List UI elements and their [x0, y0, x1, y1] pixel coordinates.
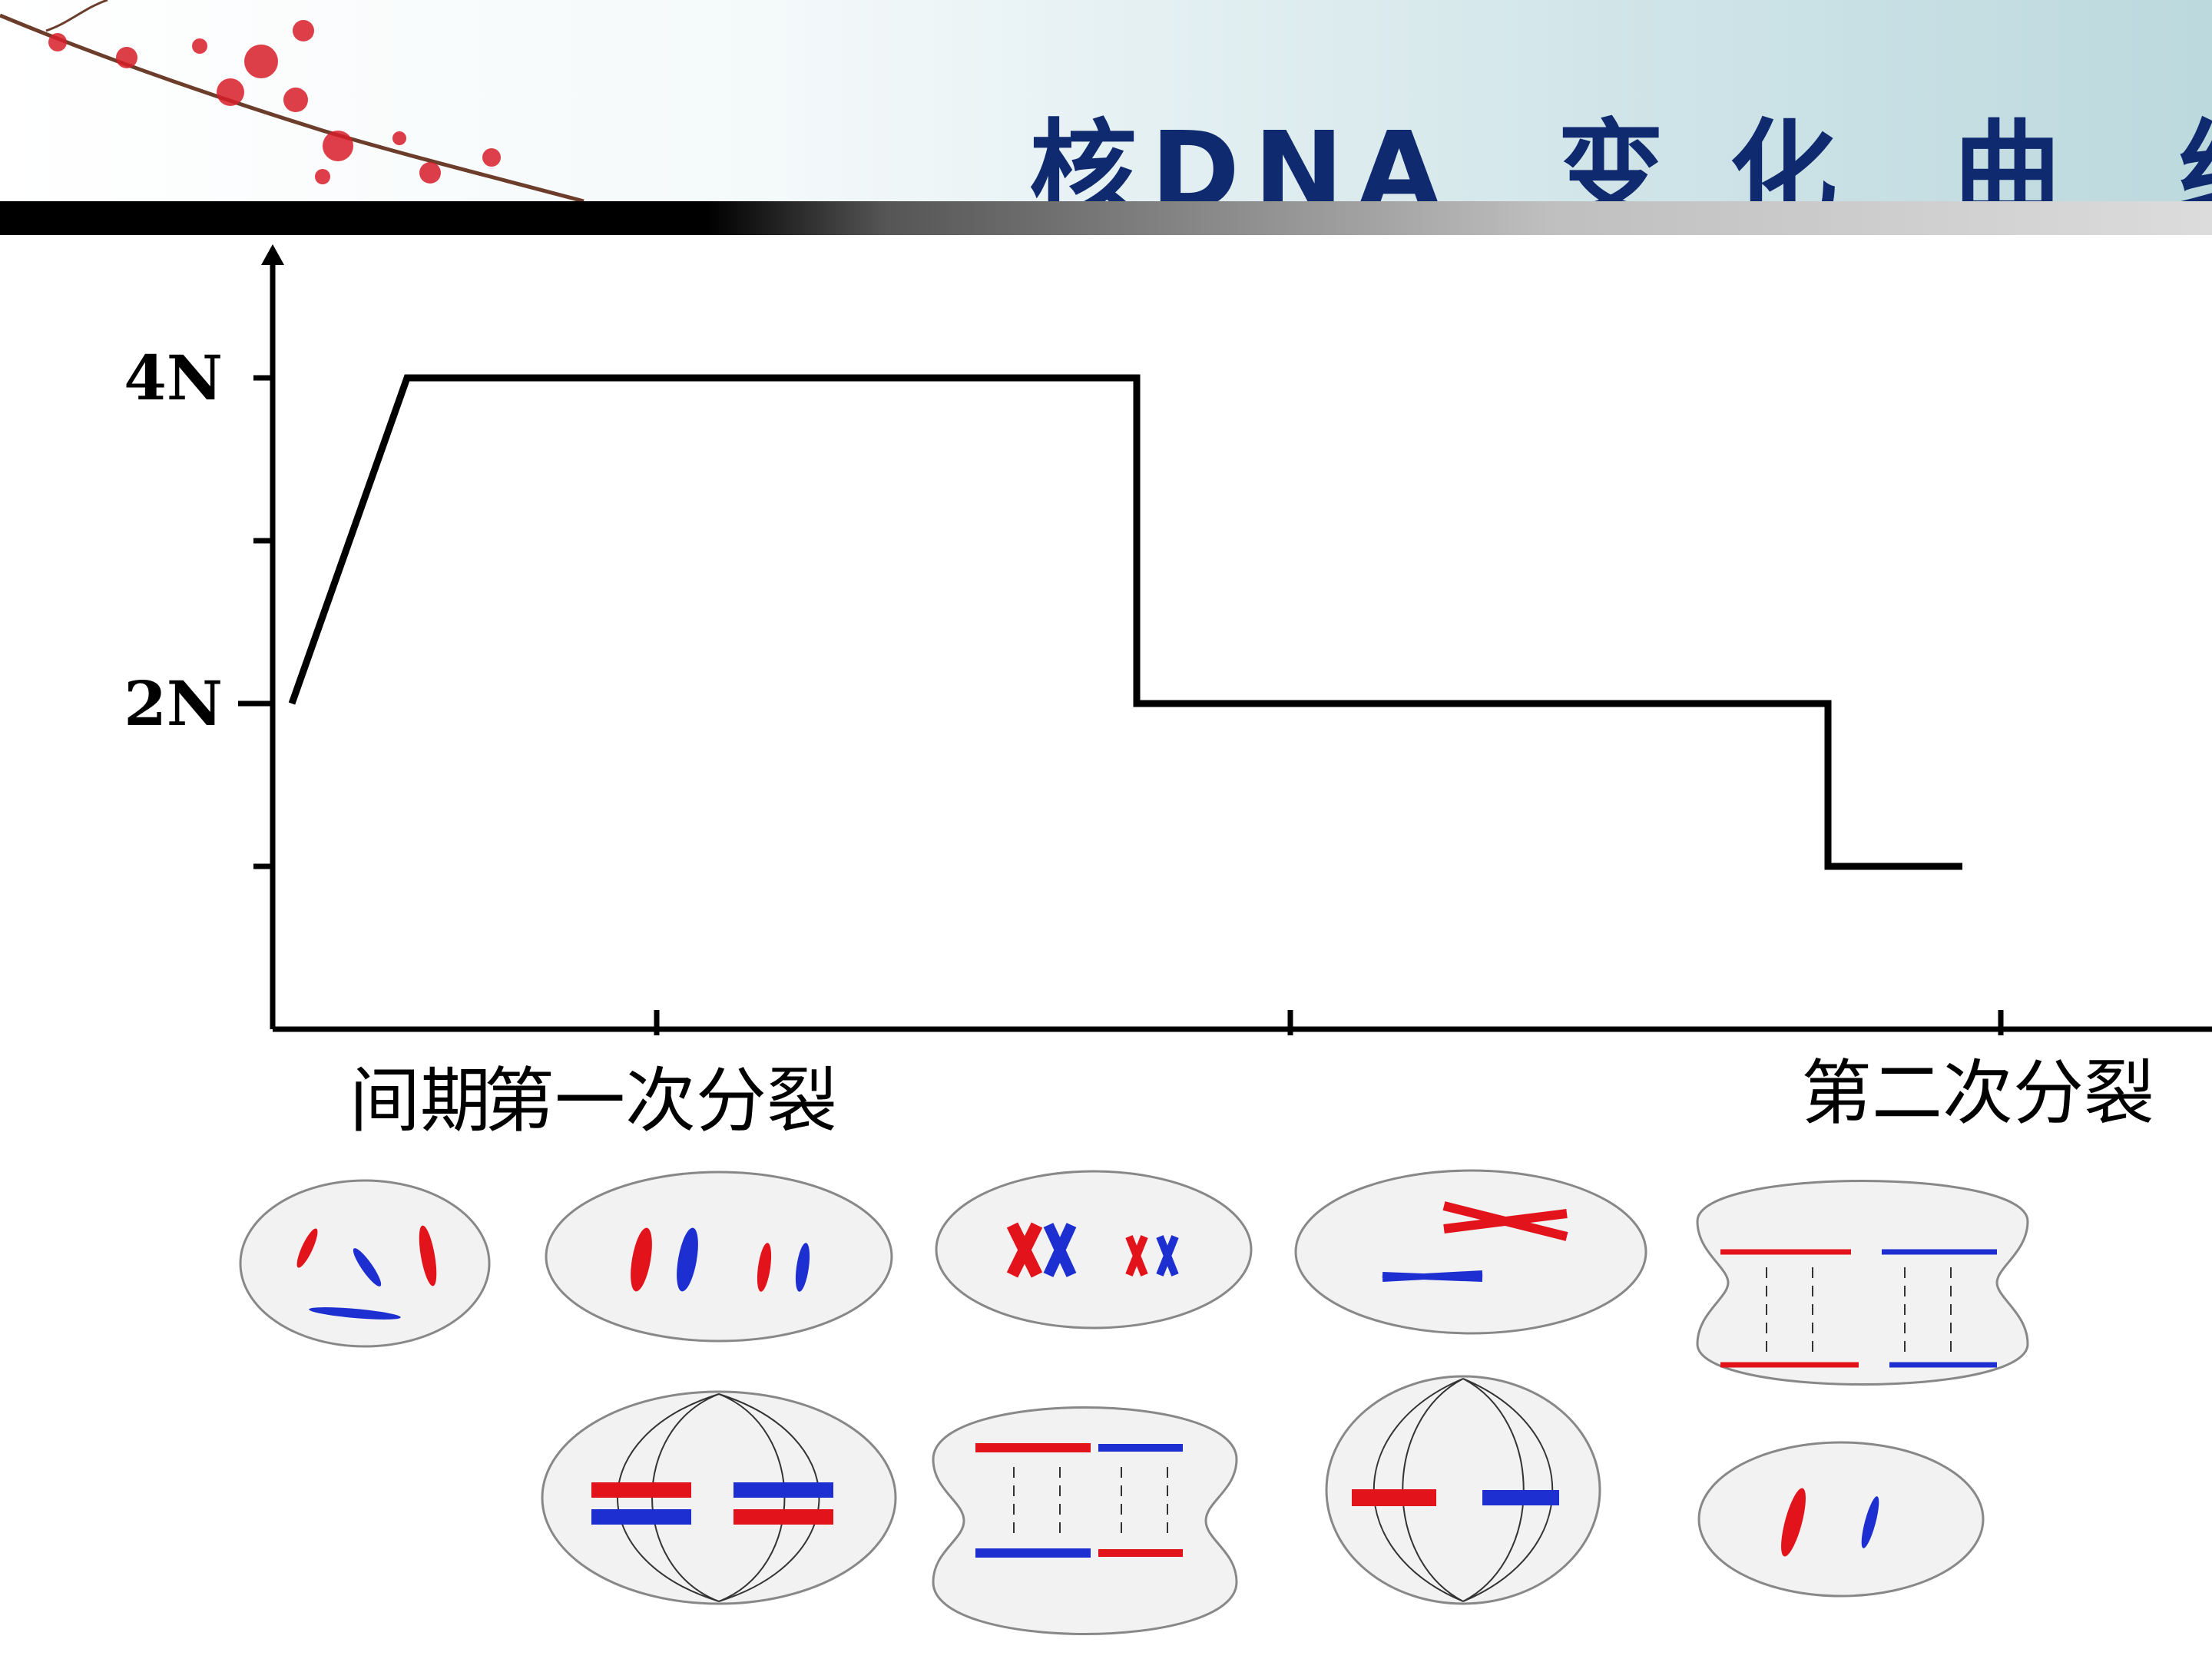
x-tick-label: 间期: [349, 1060, 491, 1142]
y-tick-label: 2N: [124, 667, 223, 740]
header-divider-bar: [0, 201, 2212, 235]
x-tick-label: 第二次分裂: [1801, 1052, 2154, 1134]
plum-branch-decoration: [0, 0, 584, 204]
meiosis-one-anaphase-image: [932, 1406, 1238, 1635]
chart-axes: [261, 244, 2212, 1032]
meiosis-one-tetrad-image: [935, 1170, 1253, 1330]
y-tick-label: 4N: [124, 342, 223, 414]
cell-division-illustrations: [239, 1169, 2029, 1635]
series-line: [288, 374, 1962, 870]
y-tick-labels: 4N 2N: [124, 342, 223, 740]
meiosis-one-prophase-image: [545, 1171, 893, 1343]
axis-ticks: [238, 375, 2004, 1035]
meiosis-two-metaphase-image: [1325, 1375, 1601, 1605]
meiosis-two-daughter-cell-image: [1697, 1441, 1985, 1598]
meiosis-two-anaphase-image: [1696, 1180, 2029, 1386]
meiosis-two-prophase-image: [1294, 1169, 1647, 1335]
y-axis-arrow: [261, 244, 284, 265]
x-tick-label: 第一次分裂: [484, 1060, 837, 1142]
interphase-cell-image: [239, 1179, 491, 1348]
title-banner: 核DNA 变 化 曲 线: [0, 0, 2212, 234]
meiosis-one-metaphase-image: [541, 1390, 897, 1605]
